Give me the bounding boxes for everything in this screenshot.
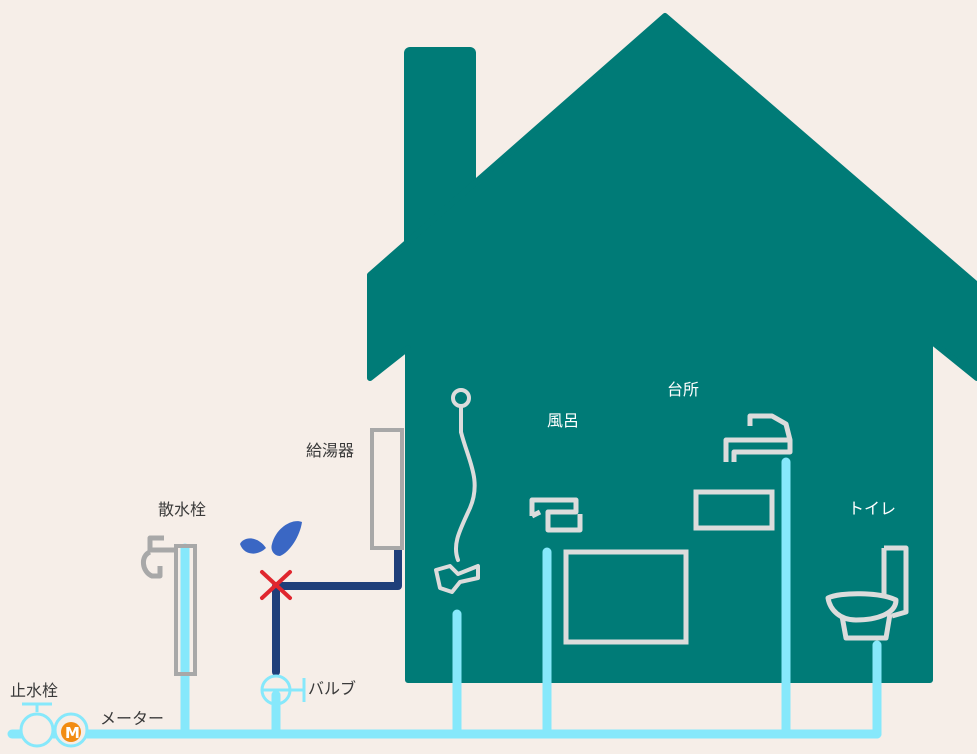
toilet-icon (825, 545, 909, 641)
house (367, 13, 977, 683)
stop-valve-label: 止水栓 (10, 681, 58, 700)
valve-label: バルブ (308, 679, 356, 698)
faucet-icon (141, 535, 174, 579)
cold-water-pipes (7, 457, 882, 739)
sprinkler-label: 散水栓 (158, 500, 206, 519)
shower-icon (434, 388, 480, 594)
house-roof-and-body (367, 13, 977, 683)
stop-valve-icon (19, 702, 55, 748)
bathtub (563, 549, 689, 645)
kitchen-sink (693, 489, 775, 531)
water-heater (370, 428, 404, 550)
faucet-icon (529, 497, 583, 533)
meter-label: メーター (100, 709, 164, 728)
water-meter-icon: M (53, 712, 89, 748)
valve-icon (260, 674, 306, 706)
water-drops-icon (240, 521, 302, 556)
hot-water-pipe (272, 546, 402, 676)
leak-x-icon (260, 570, 292, 600)
bath-label: 風呂 (547, 411, 579, 430)
kitchen-label: 台所 (667, 380, 699, 399)
water-heater-label: 給湯器 (306, 441, 354, 460)
meter-badge-text: M (65, 724, 80, 742)
sprinkler (141, 535, 197, 676)
toilet-label: トイレ (848, 499, 896, 518)
sprinkler-post (174, 544, 197, 676)
faucet-icon (723, 413, 793, 462)
